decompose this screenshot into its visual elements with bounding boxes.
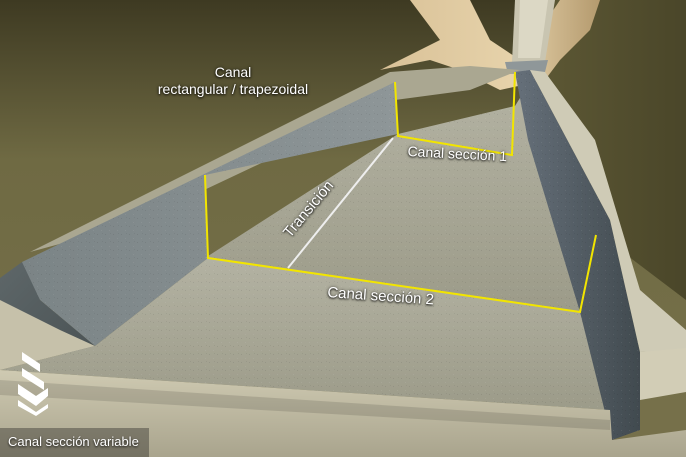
downstream-shadow	[0, 380, 610, 430]
left-wall-texture	[22, 82, 398, 346]
brand-logo-icon	[18, 352, 48, 416]
downstream-slab	[0, 370, 686, 457]
upstream-chute-floor	[518, 0, 548, 58]
title-line-2: rectangular / trapezoidal	[157, 81, 309, 97]
title-line-1: Canal	[214, 64, 252, 80]
section-1-outline	[394, 71, 516, 157]
right-wall-texture	[515, 70, 640, 440]
canal-floor-texture	[0, 106, 610, 410]
terrain-right	[520, 0, 686, 300]
section-annotation-lines	[204, 71, 597, 314]
section-2-outline	[204, 174, 597, 314]
right-wall-rim	[530, 70, 686, 352]
left-rim-cap	[0, 300, 95, 370]
transition-line	[287, 137, 394, 269]
right-rim-cap	[640, 348, 686, 400]
image-caption: Canal sección variable	[0, 428, 149, 457]
canal-type-title: Canal rectangular / trapezoidal	[148, 64, 318, 98]
